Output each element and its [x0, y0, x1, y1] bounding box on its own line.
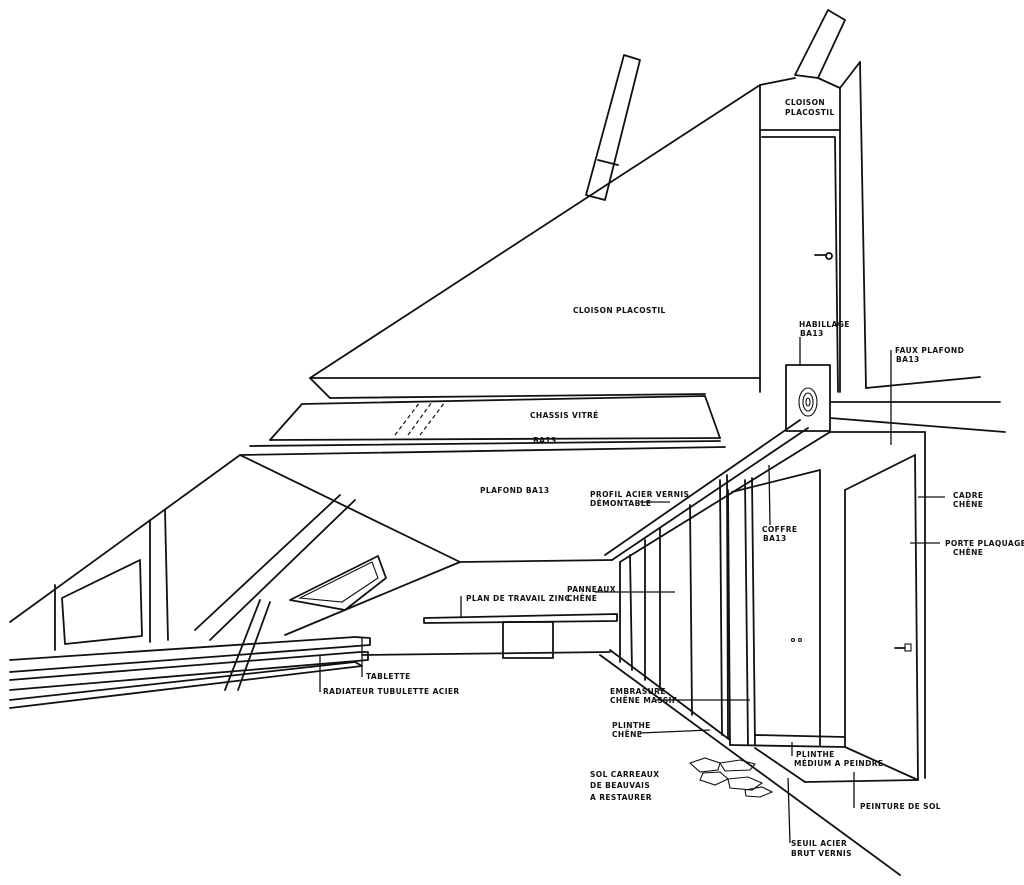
label-cloison-center: CLOISON PLACOSTIL: [573, 306, 666, 315]
triangular-partition-wall: [309, 84, 761, 399]
label-cloison-top-2: PLACOSTIL: [785, 108, 835, 117]
label-embrasure-2: CHÊNE MASSIF: [610, 696, 677, 705]
label-radiateur: RADIATEUR TUBULETTE ACIER: [323, 687, 460, 696]
label-habillage-1: HABILLAGE: [799, 320, 850, 329]
label-faux-plafond-2: BA13: [896, 355, 920, 364]
label-faux-plafond-1: FAUX PLAFOND: [895, 346, 964, 355]
label-seuil-2: BRUT VERNIS: [791, 849, 852, 858]
left-sloped-ceiling: [9, 454, 613, 691]
label-sol-1: SOL CARREAUX: [590, 770, 659, 779]
label-coffre-1: COFFRE: [762, 525, 797, 534]
leader-lines: [319, 337, 945, 844]
label-chassis: CHASSIS VITRÉ: [530, 411, 599, 420]
label-tablette: TABLETTE: [366, 672, 411, 681]
label-habillage-2: BA13: [800, 329, 824, 338]
annotations: CLOISON PLACOSTIL CLOISON PLACOSTIL HABI…: [323, 98, 1024, 858]
radiator: [9, 636, 611, 709]
label-profil-2: DÉMONTABLE: [590, 499, 651, 508]
label-profil-1: PROFIL ACIER VERNIS: [590, 490, 689, 499]
label-sol-3: A RESTAURER: [590, 793, 652, 802]
label-cadre-1: CADRE: [953, 491, 983, 500]
label-ba13: BA13: [533, 436, 557, 445]
label-embrasure-1: EMBRASURE: [610, 687, 666, 696]
label-coffre-2: BA13: [763, 534, 787, 543]
label-plinthe-medium-2: MÉDIUM A PEINDRE: [794, 759, 883, 768]
label-plafond: PLAFOND BA13: [480, 486, 549, 495]
glazed-frame: [239, 395, 726, 456]
label-plan-travail: PLAN DE TRAVAIL ZINC: [466, 594, 571, 603]
label-panneaux-2: CHÊNE: [567, 594, 597, 603]
label-cadre-2: CHÊNE: [953, 500, 983, 509]
label-sol-2: DE BEAUVAIS: [590, 781, 650, 790]
oak-panels: [599, 419, 901, 876]
label-plinthe-chene-2: CHÊNE: [612, 730, 642, 739]
label-plinthe-medium-1: PLINTHE: [796, 750, 835, 759]
label-peinture-sol: PEINTURE DE SOL: [860, 802, 941, 811]
label-porte-1: PORTE PLAQUAGE: [945, 539, 1024, 548]
zinc-worktop: [423, 613, 618, 659]
label-panneaux-1: PANNEAUX: [567, 585, 616, 594]
right-wall: [829, 376, 1006, 779]
label-porte-2: CHÊNE: [953, 548, 983, 557]
upper-door: [759, 61, 867, 393]
cabinet-box: [727, 364, 919, 783]
label-plinthe-chene-1: PLINTHE: [612, 721, 651, 730]
floor-tiles: [688, 757, 774, 798]
label-seuil-1: SEUIL ACIER: [791, 839, 847, 848]
label-cloison-top-1: CLOISON: [785, 98, 825, 107]
